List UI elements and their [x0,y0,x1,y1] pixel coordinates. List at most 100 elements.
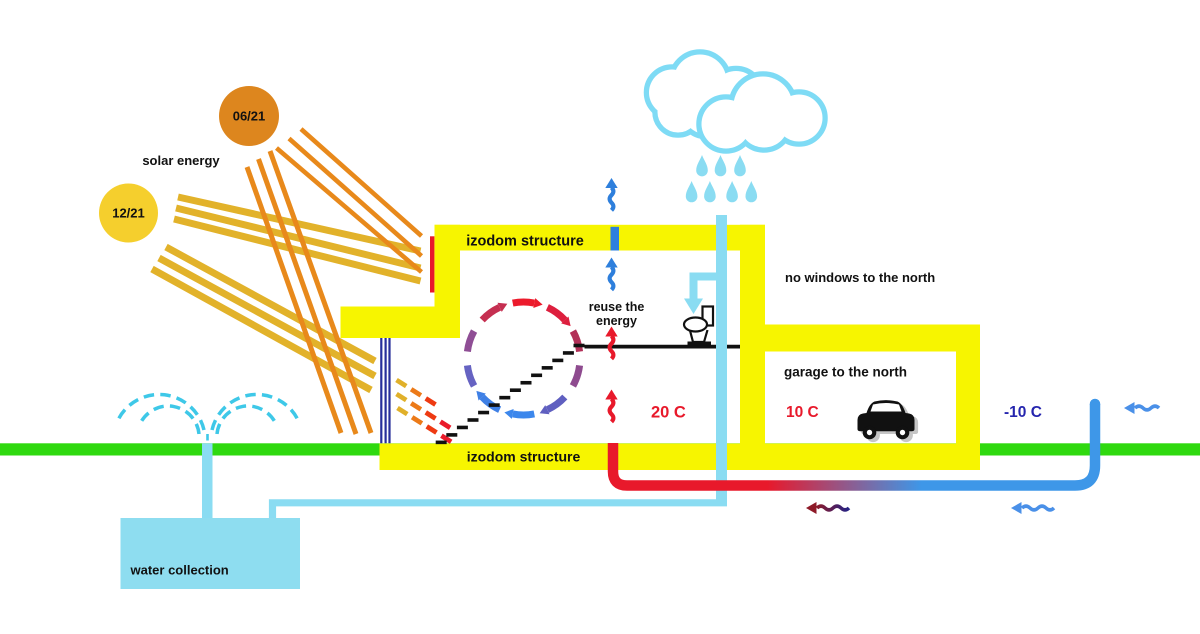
summer-sun-label: 06/21 [233,109,266,124]
summer-ray-wall-1 [299,127,424,238]
circulation-arrowhead-2 [561,316,571,327]
circulation-arrowhead-10 [497,302,508,312]
water-supply-pipe [268,499,727,518]
heat-rise-arrow-upper-tail [607,334,616,361]
heat-dash-3-3 [425,424,438,435]
raindrop-1 [696,155,708,177]
spray-arc-right-outer [210,392,300,431]
right-wall [740,224,765,444]
circulation-arc-8 [463,364,478,388]
winter-ray-upper-1 [177,193,422,255]
circulation-arrowhead-7 [476,390,486,401]
winter-sun: 12/21 [99,183,158,243]
spray-arc-left-outer [116,392,206,431]
rain-cloud [643,49,828,154]
raindrop-4 [685,181,698,203]
circulation-arc-3 [569,329,584,353]
summer-ray-steep-2 [256,158,359,435]
circulation-arc-5 [545,394,568,413]
car-wheel-hub [866,429,873,436]
circulation-arc-9 [463,329,478,353]
raindrop-6 [726,181,738,203]
raindrops [685,155,758,203]
roof-slab [434,224,765,251]
warmed-air-arrow-head [806,502,817,514]
ground-heat-exchanger-pipe [607,404,1101,491]
cold-air-arrow-top-head [1124,402,1135,414]
warmed-air-arrow-tail [815,504,851,512]
summer-sun: 06/21 [219,86,279,146]
summer-sun-rays [244,127,424,435]
heat-dash-2-2 [409,401,423,412]
winter-ray-lower-2 [157,254,377,380]
reuse-energy-line1: reuse the [589,300,645,314]
circulation-arrowhead-1 [533,298,543,308]
cold-air-arrow-ground-tail [1020,504,1056,512]
winter-ray-lower-3 [150,265,373,394]
raindrop-7 [745,181,758,203]
air-circulation-arrows [463,298,584,419]
circulation-arc-1 [512,298,535,307]
toilet-feed-arrowhead [684,298,703,314]
south-window [380,338,391,444]
raindrop-2 [714,155,727,177]
toilet-feed-pipe [689,272,720,299]
exhaust-arrow-inside-tail [607,265,616,292]
cloud-front [696,71,828,154]
heat-dash-3-4 [440,433,453,444]
garage-roof-slab [765,324,980,352]
exhaust-arrow-inside [605,257,618,292]
overhang-slab [340,306,460,338]
heat-rise-arrow-lower [605,389,618,424]
indoor-temp-label: 20 C [651,404,686,422]
heat-rise-arrow-upper-head [605,326,618,337]
roof-label: izodom structure [466,234,584,250]
car-windshield [870,403,902,412]
raindrop-3 [734,155,746,177]
circulation-arc-10 [479,304,502,323]
summer-ray-steep-1 [244,166,344,434]
no-windows-label: no windows to the north [785,270,935,285]
heat-dash-2-4 [439,419,452,430]
car-body [857,400,915,432]
roof-vent [610,226,619,251]
reuse-energy-line2: energy [596,314,637,328]
garage-right-wall [956,324,980,470]
stairs [435,343,585,445]
floor-label: izodom structure [467,449,581,465]
toilet-icon [682,305,715,346]
sprinkler-riser-pipe [202,443,213,518]
heat-dash-3-1 [396,405,409,417]
heat-rise-arrow-lower-head [605,389,618,400]
circulation-arrowhead-6 [504,409,514,419]
winter-ray-upper-2 [175,204,422,272]
garage-label: garage to the north [784,365,907,380]
heat-rise-arrow-lower-tail [607,397,616,424]
cold-air-arrow-ground-head [1011,502,1022,514]
wall-absorber-bar [430,236,435,293]
circulation-arc-4 [569,364,584,388]
house-structure [340,224,980,470]
spray-arc-right-inner [215,404,278,435]
spray-arc-left-inner [138,404,201,435]
cold-air-arrow-top [1124,402,1161,414]
cold-air-arrow-ground [1011,502,1056,514]
winter-sun-label: 12/21 [112,206,145,221]
water-tank [120,518,300,589]
car-wheel-hub [899,429,906,436]
heat-rise-arrow-upper [605,326,618,361]
sprinkler-spray [116,392,300,441]
summer-ray-steep-3 [267,150,374,434]
floor-slab [379,443,980,470]
winter-ray-upper-3 [173,215,422,285]
car-icon [857,400,919,443]
warmed-air-arrow [806,502,851,514]
exhaust-arrow-outside-head [605,178,618,188]
exhaust-arrow-outside-tail [607,186,616,212]
solar-energy-label: solar energy [142,153,220,168]
raindrop-5 [704,181,716,203]
rain-downpipe [716,215,727,506]
heat-dash-1-2 [409,387,423,398]
circulation-arc-2 [545,304,568,323]
